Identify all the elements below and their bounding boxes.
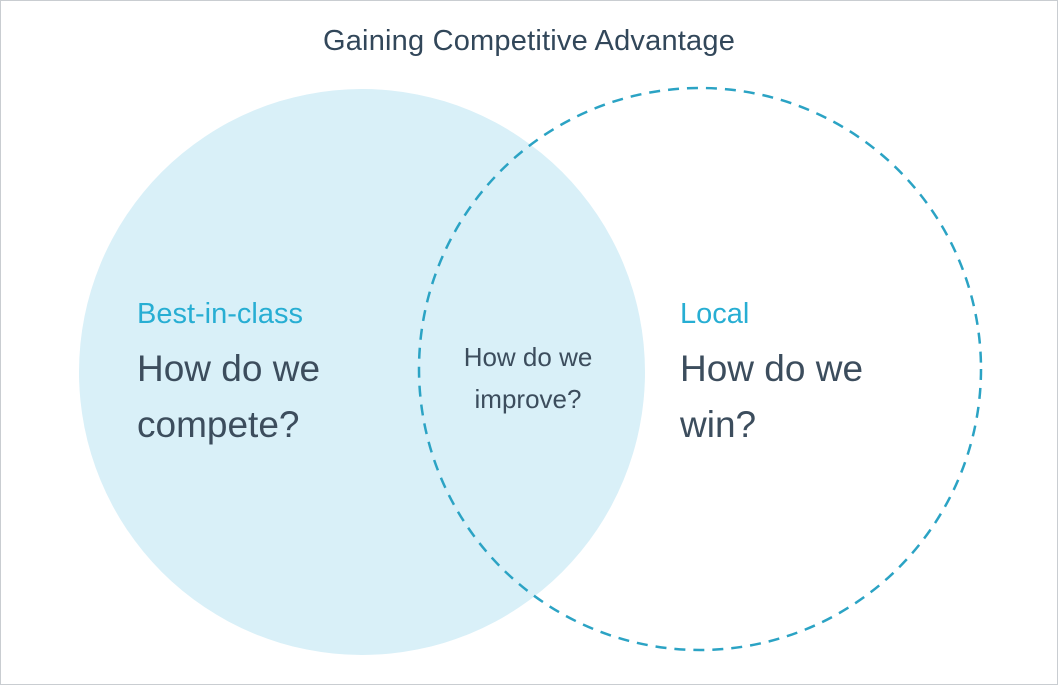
right-circle-text: Local How do we win? (680, 298, 945, 452)
right-circle-dashed (417, 86, 983, 652)
left-circle-question: How do we compete? (137, 348, 321, 445)
left-circle (79, 89, 645, 655)
left-circle-label: Best-in-class (137, 298, 303, 330)
left-circle-text: Best-in-class How do we compete? (137, 298, 402, 452)
right-circle-label: Local (680, 298, 750, 330)
right-circle-question: How do we win? (680, 348, 864, 445)
diagram-title: Gaining Competitive Advantage (322, 25, 736, 57)
overlap-question: How do we improve? (463, 342, 593, 414)
